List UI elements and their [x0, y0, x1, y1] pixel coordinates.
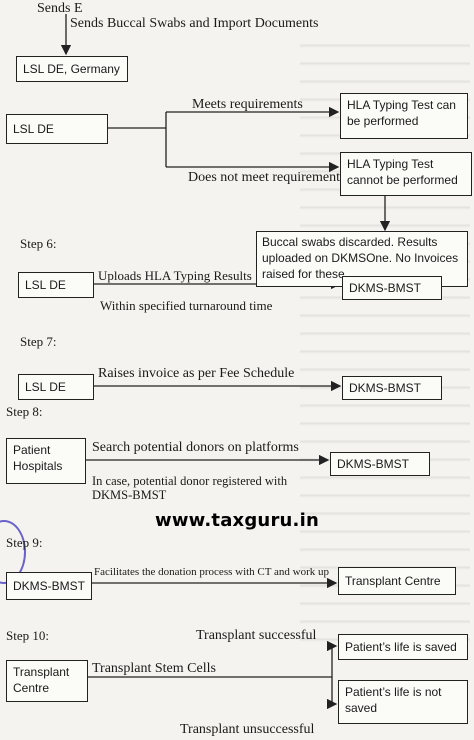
- step-6-label: Step 6:: [20, 236, 57, 251]
- edge-label-in-case: In case, potential donor registered with…: [92, 474, 288, 503]
- node-dkms-step8: DKMS-BMST: [330, 452, 430, 476]
- node-transplant-centre-step9: Transplant Centre: [338, 567, 456, 595]
- edge-label-search: Search potential donors on platforms: [92, 440, 299, 455]
- edge-label-meets: Meets requirements: [192, 97, 303, 112]
- node-life-not-saved: Patient’s life is not saved: [338, 680, 468, 724]
- node-lsl-germany: LSL DE, Germany: [16, 56, 128, 82]
- node-hla-cannot: HLA Typing Test cannot be performed: [340, 152, 472, 196]
- edge-label-raises: Raises invoice as per Fee Schedule: [98, 366, 295, 381]
- node-lsl-de-step7: LSL DE: [18, 374, 94, 400]
- top-edge-label: Sends Buccal Swabs and Import Documents: [70, 16, 319, 31]
- edge-label-within: Within specified turnaround time: [100, 298, 273, 313]
- node-lsl-de: LSL DE: [6, 114, 108, 144]
- step-8-label: Step 8:: [6, 404, 43, 419]
- node-lsl-de-step6: LSL DE: [18, 272, 94, 298]
- node-dkms-step6: DKMS-BMST: [342, 276, 442, 300]
- step-10-label: Step 10:: [6, 628, 49, 643]
- edge-label-uploads: Uploads HLA Typing Results: [98, 268, 252, 283]
- step-9-label: Step 9:: [6, 535, 43, 550]
- sends-e-label: Sends E: [37, 1, 83, 16]
- watermark: www.taxguru.in: [155, 510, 319, 531]
- step-7-label: Step 7:: [20, 334, 57, 349]
- node-hla-can: HLA Typing Test can be performed: [340, 93, 468, 139]
- node-dkms-step7: DKMS-BMST: [342, 376, 442, 400]
- node-dkms-step9: DKMS-BMST: [6, 572, 92, 600]
- edge-label-not-meet: Does not meet requirement: [188, 170, 341, 185]
- node-transplant-centre-step10: Transplant Centre: [6, 660, 88, 702]
- node-patient-hospitals: Patient Hospitals: [6, 438, 86, 484]
- edge-label-success: Transplant successful: [196, 628, 317, 643]
- edge-label-stem-cells: Transplant Stem Cells: [92, 661, 216, 676]
- edge-label-facilitates: Facilitates the donation process with CT…: [94, 566, 330, 578]
- edge-label-unsuccess: Transplant unsuccessful: [180, 722, 315, 737]
- node-life-saved: Patient’s life is saved: [338, 634, 468, 660]
